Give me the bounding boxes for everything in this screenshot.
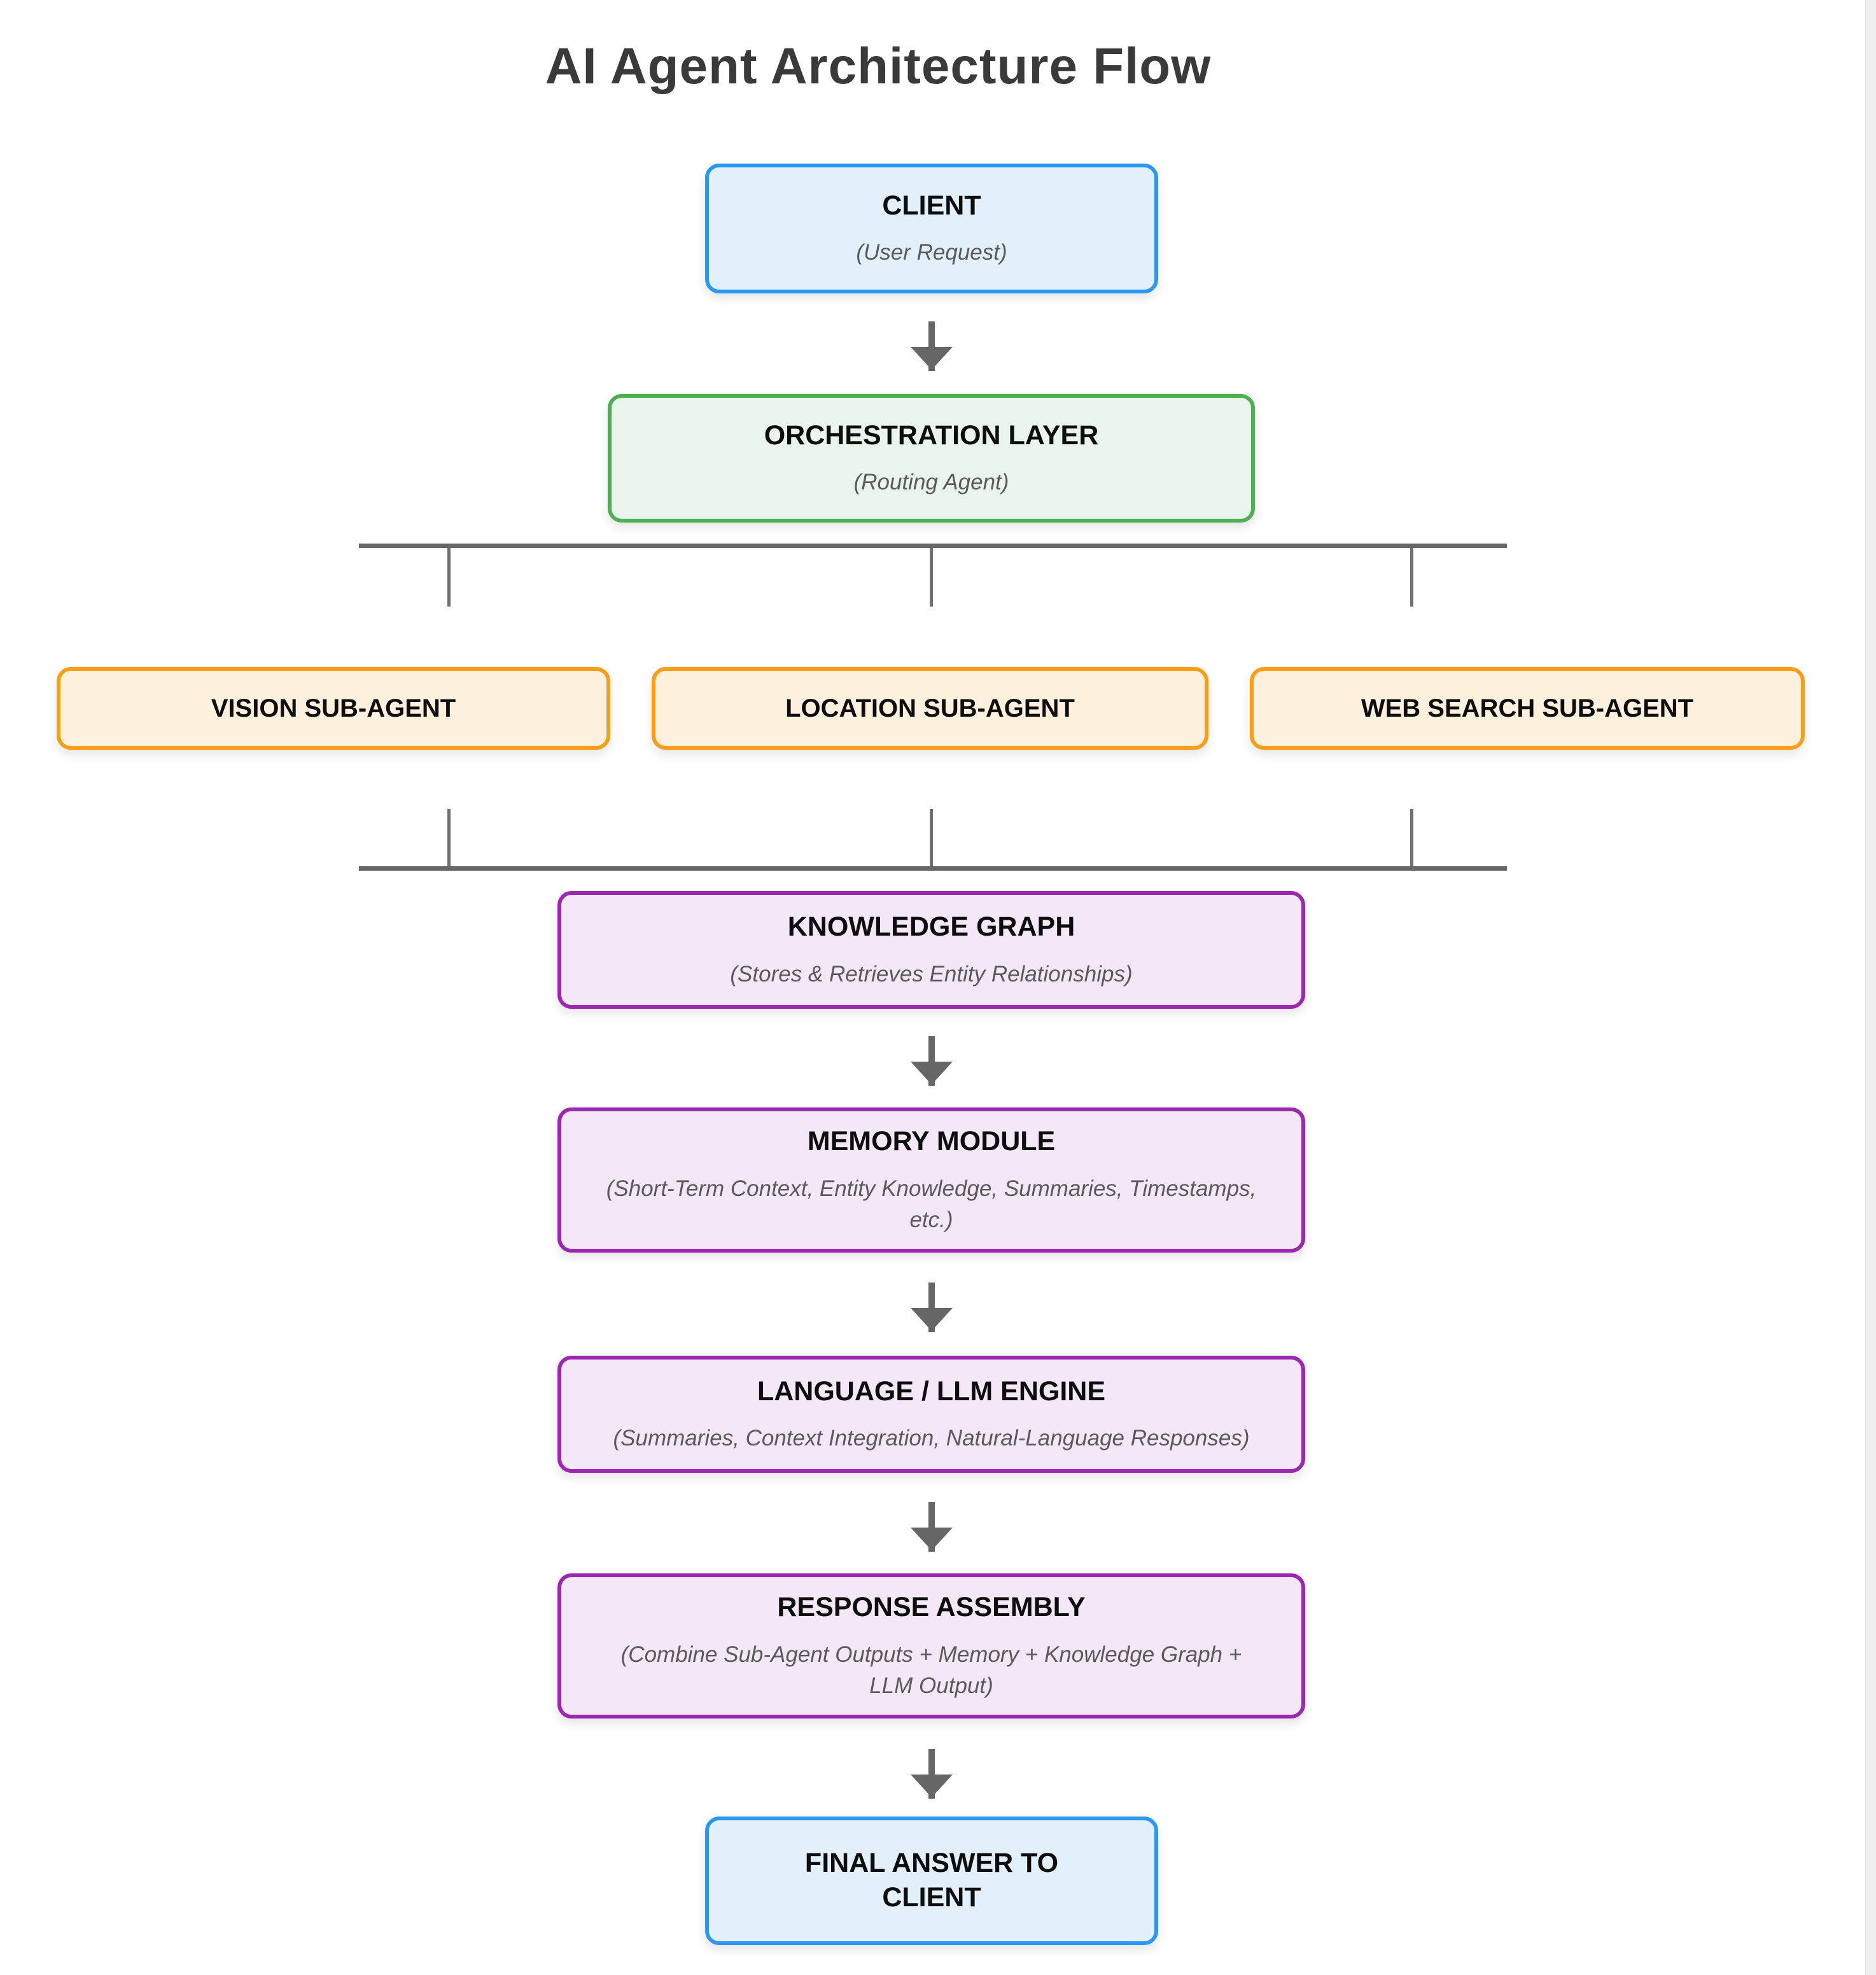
branch-stub-left	[447, 548, 451, 607]
arrow-nub	[928, 1078, 935, 1086]
node-memory-module-sublabel: (Short-Term Context, Entity Knowledge, S…	[606, 1176, 1257, 1232]
arrow-stem	[928, 1283, 935, 1308]
node-response-assembly-label: RESPONSE ASSEMBLY	[777, 1592, 1086, 1623]
node-client: CLIENT (User Request)	[705, 164, 1158, 293]
node-orchestration-label: ORCHESTRATION LAYER	[764, 419, 1099, 451]
node-web-search-sub-agent: WEB SEARCH SUB-AGENT	[1250, 667, 1805, 750]
right-scrollbar-gutter	[1865, 0, 1876, 1975]
node-response-assembly: RESPONSE ASSEMBLY (Combine Sub-Agent Out…	[557, 1573, 1305, 1718]
node-vision-label: VISION SUB-AGENT	[211, 694, 456, 722]
node-llm-engine: LANGUAGE / LLM ENGINE (Summaries, Contex…	[557, 1356, 1305, 1473]
page-title: AI Agent Architecture Flow	[545, 38, 1212, 94]
arrow-nub	[928, 363, 935, 371]
node-location-sub-agent: LOCATION SUB-AGENT	[652, 667, 1208, 750]
node-knowledge-graph-label: KNOWLEDGE GRAPH	[787, 911, 1075, 943]
arrow-nub	[928, 1544, 935, 1552]
arrow-stem	[928, 321, 935, 347]
node-knowledge-graph: KNOWLEDGE GRAPH (Stores & Retrieves Enti…	[557, 891, 1305, 1009]
merge-line	[359, 866, 1507, 871]
node-web-search-label: WEB SEARCH SUB-AGENT	[1361, 694, 1694, 722]
arrow-nub	[928, 1325, 935, 1332]
arrow-down-icon	[909, 321, 955, 371]
arrow-nub	[928, 1791, 935, 1799]
merge-stub-right	[1410, 809, 1413, 866]
node-orchestration-sublabel: (Routing Agent)	[853, 470, 1009, 495]
node-client-label: CLIENT	[882, 190, 981, 221]
node-llm-engine-sublabel: (Summaries, Context Integration, Natural…	[613, 1426, 1250, 1451]
arrow-stem	[928, 1749, 935, 1775]
node-vision-sub-agent: VISION SUB-AGENT	[57, 667, 610, 750]
node-knowledge-graph-sublabel: (Stores & Retrieves Entity Relationships…	[730, 961, 1133, 987]
node-memory-module: MEMORY MODULE (Short-Term Context, Entit…	[557, 1107, 1305, 1253]
node-llm-engine-label: LANGUAGE / LLM ENGINE	[757, 1375, 1106, 1407]
node-memory-module-label: MEMORY MODULE	[807, 1126, 1056, 1157]
arrow-down-icon	[909, 1502, 955, 1552]
branch-line	[359, 544, 1507, 548]
node-response-assembly-sublabel: (Combine Sub-Agent Outputs + Memory + Kn…	[620, 1641, 1242, 1698]
arrow-stem	[928, 1502, 935, 1528]
branch-stub-right	[1410, 548, 1413, 607]
arrow-down-icon	[909, 1283, 955, 1332]
node-location-label: LOCATION SUB-AGENT	[785, 694, 1075, 722]
merge-stub-center	[930, 809, 933, 866]
branch-stub-center	[930, 548, 933, 607]
merge-stub-left	[447, 809, 451, 866]
node-client-sublabel: (User Request)	[856, 240, 1007, 265]
node-orchestration: ORCHESTRATION LAYER (Routing Agent)	[608, 394, 1255, 523]
arrow-down-icon	[909, 1749, 955, 1799]
node-final-answer: FINAL ANSWER TO CLIENT	[705, 1817, 1158, 1945]
arrow-stem	[928, 1036, 935, 1062]
arrow-down-icon	[909, 1036, 955, 1086]
node-final-answer-label: FINAL ANSWER TO CLIENT	[804, 1848, 1059, 1913]
